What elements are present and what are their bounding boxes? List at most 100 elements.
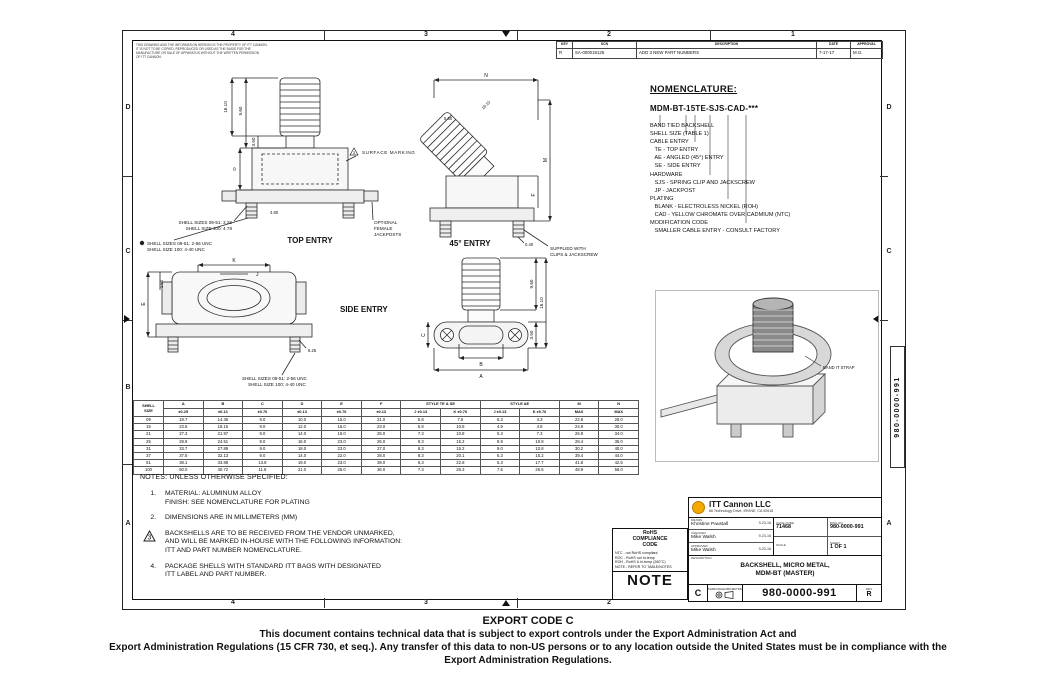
note-text: MATERIAL: ALUMINUM ALLOY FINISH: SEE NOM… [165, 490, 310, 506]
note-number: 4. [150, 562, 156, 570]
table-header-cell: J ±0.13 [400, 408, 442, 417]
table-cell: 40.72 [202, 466, 244, 475]
table-cell: 5.8 [400, 415, 442, 425]
table-cell: 22.8 [440, 459, 481, 468]
table-header-cell: D [281, 400, 323, 409]
svg-text:6.25: 6.25 [308, 348, 317, 353]
table-cell: 7.3 [519, 430, 560, 439]
svg-text:SHELL SIZES 09-51: 2-56 UNC: SHELL SIZES 09-51: 2-56 UNC [242, 376, 308, 381]
company-address: 66 Technology Drive, IRVINE, CA 92618 [709, 509, 774, 514]
table-cell: 12.0 [281, 423, 323, 432]
table-header-cell: ±0.13 [281, 408, 323, 417]
table-header-cell: APPROVAL [850, 41, 883, 49]
zone-col-top: 1 [791, 31, 795, 38]
note-item: 2. DIMENSIONS ARE IN MILLIMETERS (MM) [140, 514, 585, 523]
center-mark-icon [502, 600, 510, 606]
notes-section: NOTES: UNLESS OTHERWISE SPECIFIED: 1. MA… [140, 474, 585, 587]
text-line: IT IS NOT TO BE COPIED, REPRODUCED OR US… [136, 47, 251, 51]
table-cell: 16.0 [281, 437, 323, 446]
svg-text:B: B [479, 362, 483, 368]
table-header-cell: DESCRIPTION [636, 41, 817, 49]
svg-text:SUPPLIED WITH: SUPPLIED WITH [550, 246, 586, 251]
company-header: ITT Cannon LLC 66 Technology Drive, IRVI… [689, 498, 881, 518]
rohs-title: RoHS COMPLIANCE CODE [632, 530, 668, 548]
svg-text:M: M [543, 158, 549, 162]
svg-text:SIDE ENTRY: SIDE ENTRY [340, 305, 388, 314]
side-entry-labels: K J E 1.60 6.25 SHELL SIZES 09-51: 2-56 … [141, 258, 388, 387]
table-header-cell: MAX [598, 408, 639, 417]
text-line: THIS DRAWING AND THE INFORMATION HEREON … [136, 43, 268, 47]
note-text: BACKSHELLS ARE TO BE RECEIVED FROM THE V… [165, 529, 403, 554]
table-cell: 23.0 [321, 459, 362, 468]
center-mark-icon [124, 315, 130, 323]
svg-text:JACKPOSTS: JACKPOSTS [374, 232, 401, 237]
zone-col-top: 2 [607, 31, 611, 38]
text-line: BLANK - ELECTROLESS NICKEL (ROH) [650, 203, 758, 210]
table-cell: 27.0 [360, 444, 402, 453]
table-cell: 36.0 [598, 437, 639, 446]
table-cell: 15.2 [519, 451, 560, 461]
export-line: Export Administration Regulations (15 CF… [109, 642, 947, 653]
zone-tick [880, 320, 888, 321]
table-cell: 7-17-17 [816, 48, 851, 59]
zone-tick [122, 464, 132, 465]
table-cell: 26.5 [519, 466, 560, 475]
svg-text:A: A [479, 374, 483, 380]
table-header-cell: M [558, 400, 600, 409]
table-cell: 14.0 [281, 451, 323, 461]
zone-tick [122, 176, 132, 177]
table-header-cell: MAX [558, 408, 600, 417]
body-side-face [812, 372, 826, 426]
table-cell: 27.89 [202, 444, 244, 453]
table-cell: 14.35 [202, 415, 244, 425]
table-cell: 23.0 [321, 444, 362, 453]
table-cell: 09 [133, 415, 164, 425]
table-cell: 26.3 [440, 466, 481, 475]
table-cell: 27.3 [163, 430, 204, 439]
rohs-compliance-block: RoHS COMPLIANCE CODE NTC - not RoHS comp… [612, 528, 688, 600]
table-cell: 51 [133, 459, 164, 468]
svg-text:3: 3 [148, 534, 152, 541]
export-line: Export Administration Regulations. [444, 655, 612, 666]
svg-text:16.10: 16.10 [480, 99, 491, 110]
table-header-cell: K ±0.76 [440, 408, 481, 417]
table-cell: 18.0 [281, 444, 323, 453]
svg-text:SHELL SIZES 09-51: 3.28: SHELL SIZES 09-51: 3.28 [179, 220, 233, 225]
zone-row-right: A [886, 520, 892, 527]
table-cell: 22.8 [558, 415, 600, 425]
svg-text:SHELL SIZE 100: 4.78: SHELL SIZE 100: 4.78 [186, 226, 233, 231]
note-number: 2. [150, 514, 156, 522]
side-entry-view [146, 263, 313, 376]
flag-triangle-icon: 3 [143, 529, 156, 541]
svg-text:CLIPS & JACKSCREW: CLIPS & JACKSCREW [550, 252, 598, 257]
text-line: OF ITT CANNON. [136, 55, 162, 59]
table-cell: 15.2 [440, 444, 481, 453]
dwg-no-cell: DWG NO 980-0000-991 [830, 521, 864, 531]
table-cell: 7.5 [479, 466, 521, 475]
export-code-title: EXPORT CODE C [482, 615, 574, 627]
zone-tick [517, 30, 518, 40]
angled-entry-view [420, 78, 552, 247]
table-cell: 5.3 [479, 430, 521, 439]
isometric-view: BAND IT STRAP [655, 290, 879, 462]
text-line: SJS - SPRING CLIP AND JACKSCREW [650, 179, 755, 186]
table-cell: 37.5 [163, 451, 204, 461]
table-header-cell: F [360, 400, 402, 409]
table-header-cell: ±0.76 [242, 408, 283, 417]
rohs-value: NOTE [613, 571, 687, 589]
zone-col-bottom: 2 [607, 599, 611, 606]
svg-text:3: 3 [353, 150, 356, 155]
table-cell: 30.0 [598, 423, 639, 432]
zone-tick [324, 30, 325, 40]
zone-row-left: B [125, 384, 131, 391]
table-cell: 5.8 [400, 423, 442, 432]
table-cell: 39.0 [360, 459, 402, 468]
table-cell: 28.4 [558, 437, 600, 446]
